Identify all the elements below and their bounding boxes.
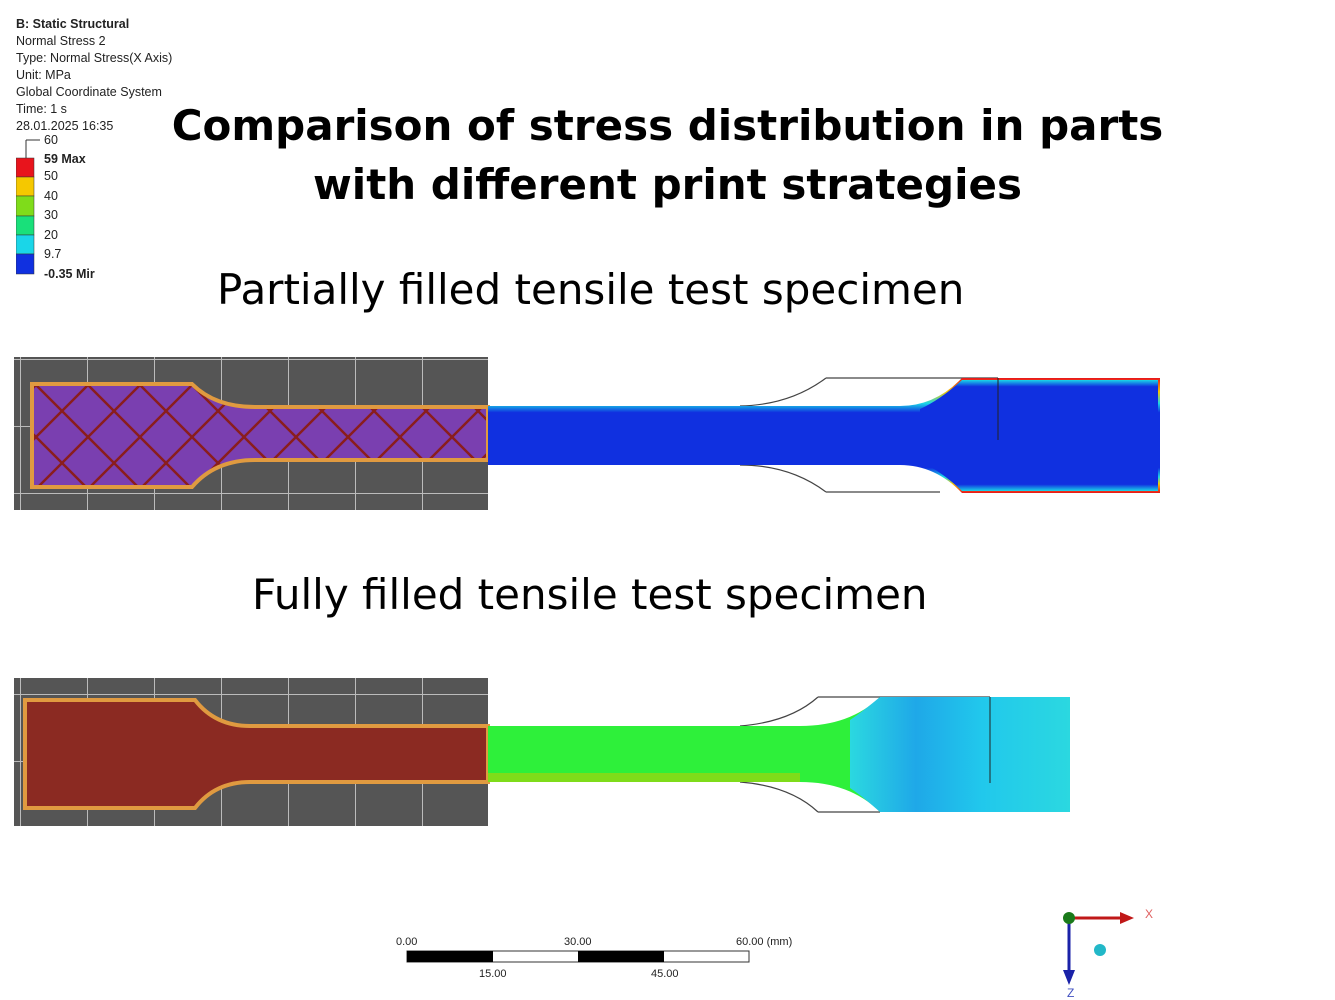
scale-bar xyxy=(406,950,750,963)
color-bar-swatches xyxy=(16,139,40,275)
scale-tick: 30.00 xyxy=(564,936,592,948)
swatch-blue xyxy=(16,253,35,275)
full-print-preview xyxy=(14,678,490,826)
legend-line: Normal Stress 2 xyxy=(16,34,106,48)
level-label: 50 xyxy=(44,169,58,183)
triad-x-label: X xyxy=(1145,907,1154,921)
result-legend: B: Static Structural Normal Stress 2 Typ… xyxy=(16,16,172,135)
level-label: 20 xyxy=(44,228,58,242)
scale-tick: 15.00 xyxy=(479,968,507,980)
triad-z-label: Z xyxy=(1067,986,1075,1000)
full-fea-result xyxy=(488,696,1070,813)
legend-line: 28.01.2025 16:35 xyxy=(16,119,114,133)
scale-tick: 60.00 (mm) xyxy=(736,936,793,948)
level-label-max: 59 Max xyxy=(44,152,86,166)
partial-fea-result xyxy=(488,377,1160,493)
legend-line: B: Static Structural xyxy=(16,17,130,31)
legend-line: Global Coordinate System xyxy=(16,85,162,99)
section-label-partial: Partially filled tensile test specimen xyxy=(217,265,965,314)
level-label: 9.7 xyxy=(44,247,62,261)
level-label: 40 xyxy=(44,189,58,203)
legend-line: Time: 1 s xyxy=(16,102,67,116)
partial-print-preview xyxy=(14,357,490,510)
section-label-full: Fully filled tensile test specimen xyxy=(252,570,928,619)
page-title: Comparison of stress distribution in par… xyxy=(0,96,1335,214)
level-label: 60 xyxy=(44,133,58,147)
title-line-1: Comparison of stress distribution in par… xyxy=(171,101,1164,150)
level-label: 30 xyxy=(44,208,58,222)
level-label-min: -0.35 Mir xyxy=(44,267,95,281)
legend-line: Type: Normal Stress(X Axis) xyxy=(16,51,173,65)
title-line-2: with different print strategies xyxy=(313,160,1022,209)
axis-triad xyxy=(1063,912,1134,985)
legend-line: Unit: MPa xyxy=(16,68,71,82)
scale-tick: 0.00 xyxy=(396,936,418,948)
scale-tick: 45.00 xyxy=(651,968,679,980)
